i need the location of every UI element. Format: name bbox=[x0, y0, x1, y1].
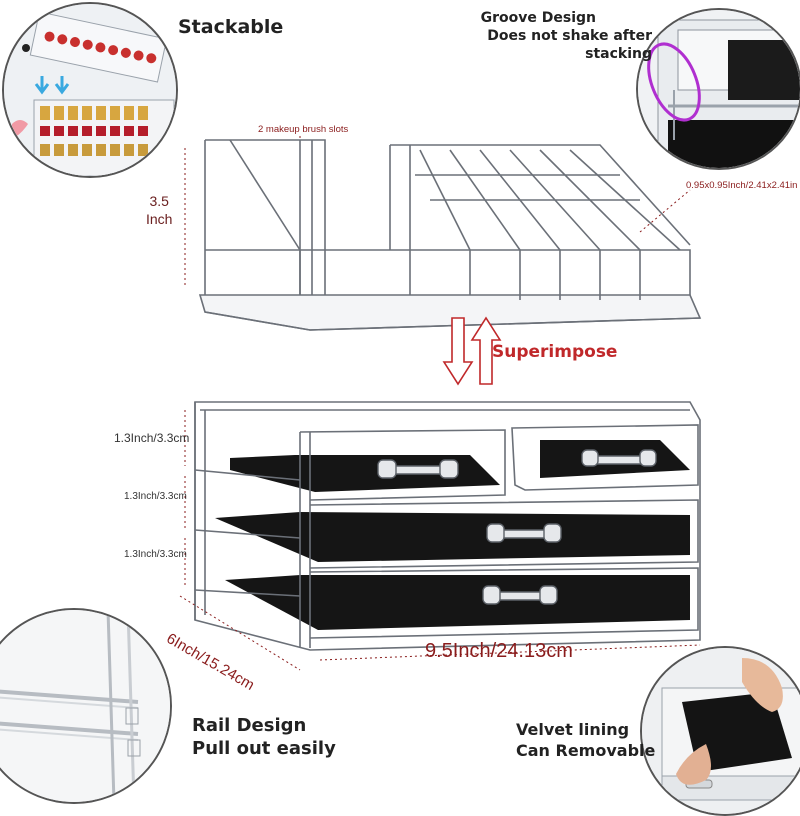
top-height-label: 3.5 Inch bbox=[146, 192, 172, 228]
slot-size-label: 0.95x0.95Inch/2.41x2.41in bbox=[686, 180, 798, 191]
top-height-value: 3.5 bbox=[149, 193, 169, 209]
stackable-photo bbox=[2, 2, 178, 178]
drawer-height-label-2: 1.3Inch/3.3cm bbox=[124, 491, 187, 502]
rail-heading-line1: Rail Design bbox=[192, 715, 307, 736]
velvet-photo-illustration bbox=[642, 648, 800, 814]
stackable-photo-illustration bbox=[4, 4, 176, 176]
velvet-heading-line2: Can Removable bbox=[516, 740, 656, 760]
top-height-unit: Inch bbox=[146, 211, 173, 227]
groove-heading: Groove Design Does not shake after stack… bbox=[420, 9, 652, 64]
groove-photo-illustration bbox=[638, 10, 800, 168]
velvet-heading-line1: Velvet lining bbox=[516, 720, 630, 739]
drawer-height-label-1: 1.3Inch/3.3cm bbox=[114, 431, 190, 445]
stackable-heading: Stackable bbox=[178, 16, 284, 38]
arrow-down-icon bbox=[442, 317, 474, 386]
width-label: 9.5Inch/24.13cm bbox=[425, 640, 573, 662]
groove-heading-line2: Does not shake after stacking bbox=[487, 28, 652, 63]
arrow-up-icon bbox=[470, 316, 502, 385]
rail-heading: Rail Design Pull out easily bbox=[192, 714, 336, 761]
rail-heading-line2: Pull out easily bbox=[192, 738, 336, 760]
superimpose-label: Superimpose bbox=[492, 342, 618, 362]
velvet-heading: Velvet lining Can Removable bbox=[516, 720, 655, 762]
rail-photo-illustration bbox=[0, 610, 170, 802]
brush-slots-label: 2 makeup brush slots bbox=[258, 124, 349, 135]
velvet-photo bbox=[640, 646, 800, 816]
groove-heading-line1: Groove Design bbox=[480, 10, 596, 26]
drawer-knob bbox=[377, 449, 657, 605]
drawer-height-label-3: 1.3Inch/3.3cm bbox=[124, 549, 187, 560]
groove-photo bbox=[636, 8, 800, 170]
superimpose-arrows bbox=[442, 316, 502, 386]
